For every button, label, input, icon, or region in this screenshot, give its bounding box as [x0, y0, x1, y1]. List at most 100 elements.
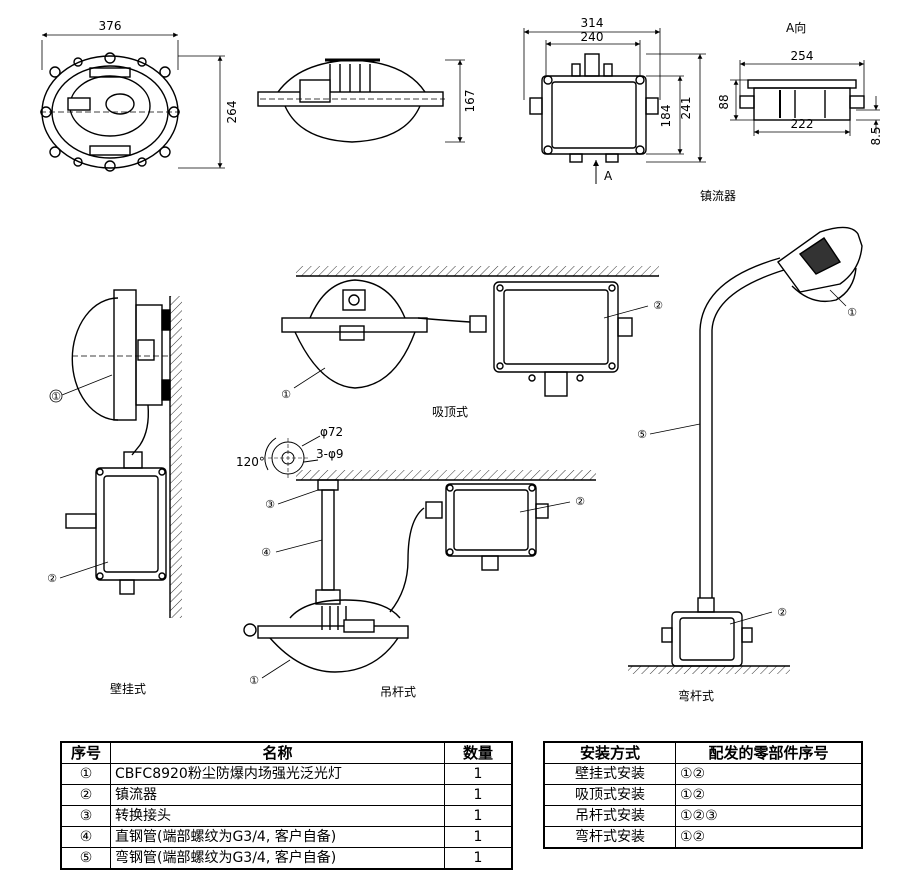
install-cell-parts: ①②	[675, 784, 863, 806]
table-row: 弯杆式安装 ①②	[543, 826, 863, 849]
callout-leader-1-ceiling	[293, 367, 326, 389]
table-row: ① CBFC8920粉尘防爆内场强光泛光灯 1	[60, 763, 513, 785]
bent-caption: 弯杆式	[678, 688, 714, 703]
dim-label-264: 264	[225, 101, 239, 124]
view-a-drawing	[739, 79, 865, 121]
callout-leader-1-pendant	[261, 659, 291, 679]
parts-cell-qty: 1	[444, 847, 513, 870]
parts-cell-qty: 1	[444, 805, 513, 827]
lamp-front-view	[40, 52, 180, 172]
callout-4: ④	[261, 546, 271, 559]
install-col-parts: 配发的零部件序号	[675, 741, 863, 764]
angle-label: 120°	[236, 455, 265, 469]
callout-1-ceiling: ①	[281, 388, 291, 401]
dim-314	[523, 28, 661, 100]
lamp-side-view	[257, 58, 445, 143]
dim-label-241: 241	[679, 97, 693, 120]
dim-167	[445, 59, 465, 143]
table-row: ② 镇流器 1	[60, 784, 513, 806]
callout-1-bent: ①	[847, 306, 857, 319]
ceiling-caption: 吸顶式	[432, 405, 468, 419]
dim-label-8-5: 8.5	[869, 126, 883, 145]
install-table-header: 安装方式 配发的零部件序号	[543, 741, 863, 764]
ballast-top-view	[529, 53, 659, 163]
ballast-caption: 镇流器	[700, 189, 736, 203]
callout-leader-5	[649, 423, 701, 435]
install-cell-method: 弯杆式安装	[543, 826, 676, 849]
dim-376	[41, 32, 179, 70]
callout-leader-2-ceiling	[603, 305, 649, 319]
dim-label-314: 314	[581, 16, 604, 30]
callout-2-pendant: ②	[575, 495, 585, 508]
callout-2-wall: ②	[47, 572, 57, 585]
parts-cell-qty: 1	[444, 784, 513, 806]
dim-label-254: 254	[791, 49, 814, 63]
dim-label-222: 222	[791, 117, 814, 131]
parts-cell-index: ⑤	[60, 847, 111, 870]
install-cell-method: 吸顶式安装	[543, 784, 676, 806]
dim-254	[730, 60, 880, 136]
parts-cell-index: ④	[60, 826, 111, 848]
parts-cell-qty: 1	[444, 826, 513, 848]
callout-leader-3	[277, 489, 319, 505]
parts-cell-name: 镇流器	[110, 784, 445, 806]
phi72-label: φ72	[320, 425, 343, 439]
callout-1-wall: ①	[51, 390, 61, 403]
dim-264	[178, 55, 225, 169]
callout-leader-2-pendant	[519, 501, 571, 513]
dim-label-240: 240	[581, 30, 604, 44]
install-cell-method: 吊杆式安装	[543, 805, 676, 827]
install-cell-parts: ①②	[675, 826, 863, 849]
table-row: ⑤ 弯钢管(端部螺纹为G3/4, 客户自备) 1	[60, 847, 513, 870]
parts-cell-index: ②	[60, 784, 111, 806]
parts-col-qty: 数量	[444, 741, 513, 764]
parts-table-header: 序号 名称 数量	[60, 741, 513, 764]
callout-leader-1-bent	[829, 289, 847, 307]
table-row: ④ 直钢管(端部螺纹为G3/4, 客户自备) 1	[60, 826, 513, 848]
parts-cell-index: ①	[60, 763, 111, 785]
ceiling-mount-drawing	[281, 266, 659, 397]
install-cell-parts: ①②	[675, 763, 863, 785]
parts-cell-name: 转换接头	[110, 805, 445, 827]
callout-circle-1-wall	[49, 389, 63, 403]
view-arrow-a-label: A	[604, 169, 613, 183]
dim-label-376: 376	[99, 19, 122, 33]
install-table: 安装方式 配发的零部件序号 壁挂式安装 ①② 吸顶式安装 ①② 吊杆式安装 ①②…	[543, 741, 863, 849]
callout-leader-2-wall	[59, 561, 109, 579]
install-cell-method: 壁挂式安装	[543, 763, 676, 785]
wall-caption: 壁挂式	[110, 681, 146, 696]
pendant-caption: 吊杆式	[380, 685, 416, 699]
parts-cell-index: ③	[60, 805, 111, 827]
pendant-detail-circle	[264, 435, 321, 478]
dim-label-167: 167	[463, 90, 477, 113]
dim-label-184: 184	[659, 105, 673, 128]
view-a-title: A向	[786, 20, 806, 35]
callout-leader-2-bent	[729, 611, 773, 625]
parts-cell-qty: 1	[444, 763, 513, 785]
bent-pole-drawing	[628, 226, 863, 674]
parts-table: 序号 名称 数量 ① CBFC8920粉尘防爆内场强光泛光灯 1 ② 镇流器 1…	[60, 741, 513, 870]
callout-leader-1-wall	[61, 374, 113, 396]
callout-2-ceiling: ②	[653, 299, 663, 312]
parts-col-index: 序号	[60, 741, 111, 764]
parts-cell-name: 直钢管(端部螺纹为G3/4, 客户自备)	[110, 826, 445, 848]
callout-5: ⑤	[637, 428, 647, 441]
dim-241	[646, 53, 706, 163]
table-row: 壁挂式安装 ①②	[543, 763, 863, 785]
holes-label: 3-φ9	[316, 447, 344, 461]
callout-3: ③	[265, 498, 275, 511]
technical-drawing: 376 264 167 314 240	[40, 16, 883, 703]
parts-cell-name: CBFC8920粉尘防爆内场强光泛光灯	[110, 763, 445, 785]
callout-1-pendant: ①	[249, 674, 259, 687]
callout-leader-4	[275, 539, 323, 553]
table-row: 吊杆式安装 ①②③	[543, 805, 863, 827]
install-col-method: 安装方式	[543, 741, 676, 764]
parts-cell-name: 弯钢管(端部螺纹为G3/4, 客户自备)	[110, 847, 445, 870]
table-row: 吸顶式安装 ①②	[543, 784, 863, 806]
callout-2-bent: ②	[777, 606, 787, 619]
wall-mount-drawing	[65, 289, 182, 618]
table-row: ③ 转换接头 1	[60, 805, 513, 827]
pendant-mount-drawing	[243, 470, 596, 673]
parts-col-name: 名称	[110, 741, 445, 764]
install-cell-parts: ①②③	[675, 805, 863, 827]
